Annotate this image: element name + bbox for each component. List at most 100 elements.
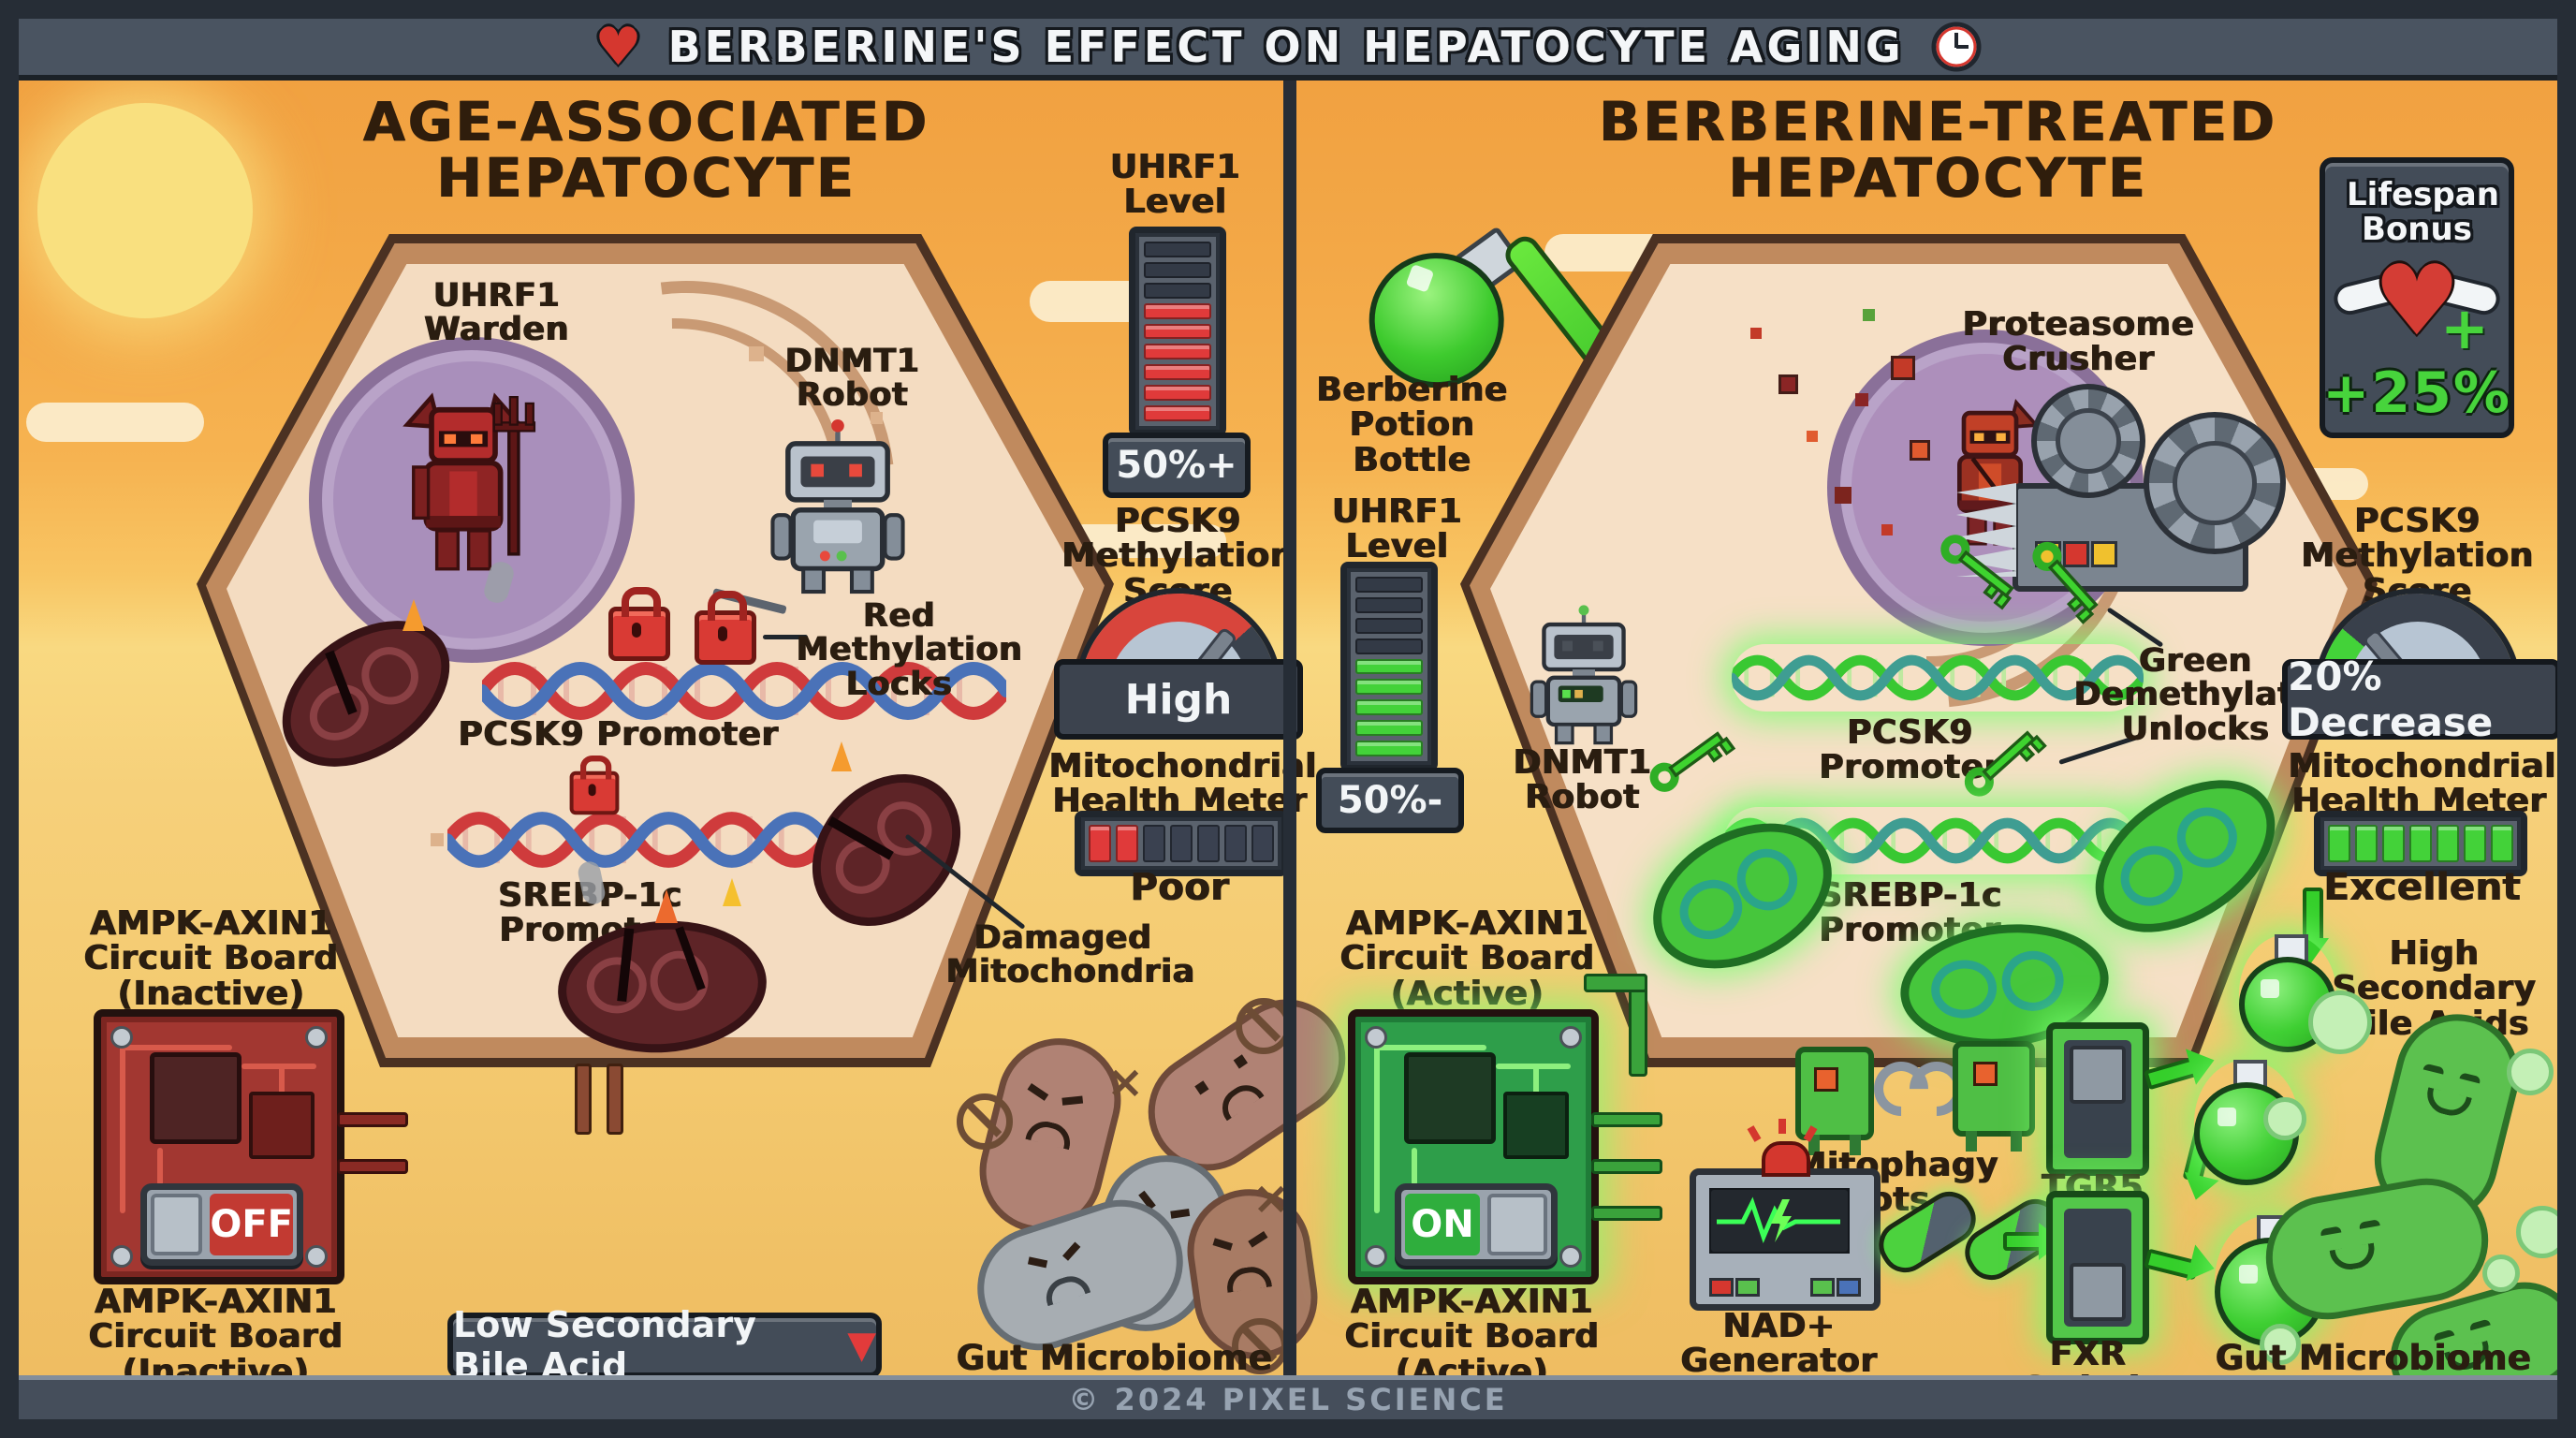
cell-pipe [607,1064,623,1135]
flame [723,878,741,906]
prohibited-icon [957,1093,1013,1150]
switch-knob[interactable] [151,1194,203,1255]
green-wire [1584,974,1647,992]
green-wire [1591,1206,1662,1221]
bubble [2308,990,2372,1054]
cell-pipe [575,1064,592,1135]
right-ampk-board-label-bottom: AMPK-AXIN1 Circuit Board (Active) [1343,1283,1600,1391]
relay [249,1092,315,1159]
relay [1503,1092,1569,1159]
methylation-lock [608,587,670,661]
right-uhrf1-meter-title: UHRF1 Level [1331,492,1462,566]
copyright-text: © 2024 PIXEL SCIENCE [1068,1382,1508,1417]
proteasome-crusher-label: Proteasome Crusher [1962,305,2194,379]
lifespan-bonus-badge: Lifespan Bonus ♥ + +25% [2320,157,2514,438]
tgr5-lever[interactable] [2046,1022,2149,1176]
on-switch[interactable]: ON [1395,1183,1558,1266]
flame [655,889,678,923]
nad-generator [1690,1119,1881,1311]
flame [831,741,852,771]
right-ampk-board-label-top: AMPK-AXIN1 Circuit Board (Active) [1339,904,1595,1013]
chip [150,1052,242,1144]
footer-bar: © 2024 PIXEL SCIENCE [19,1375,2557,1419]
switch-state-label: ON [1405,1194,1480,1255]
bubble [2516,1206,2569,1258]
bubble [2263,1097,2306,1140]
off-switch[interactable]: OFF [140,1183,303,1266]
panel-divider [1283,75,1296,1380]
pcsk9-gauge-value-right: 20% Decrease [2282,653,2561,745]
fxr-switch[interactable] [2046,1191,2149,1344]
mitochondrial-health-meter-right [2314,811,2527,876]
mitophagy-bot [1953,1041,2035,1152]
demethylation-key [1649,731,1736,792]
left-ampk-board-label-bottom: AMPK-AXIN1 Circuit Board (Inactive) [87,1283,344,1391]
left-dnmt1-robot-label: DNMT1 Robot [784,343,919,415]
dnmt1-robot [770,418,905,594]
flame [402,599,425,631]
board-wire [337,1112,408,1127]
bile-acid-banner: Low Secondary Bile Acid ▼ [447,1304,882,1387]
green-wire [1591,1112,1662,1127]
page-title: BERBERINE'S EFFECT ON HEPATOCYTE AGING [667,22,1905,72]
left-ampk-board-label-top: AMPK-AXIN1 Circuit Board (Inactive) [82,904,339,1013]
right-pcsk9-gauge-title: PCSK9 Methylation Score [2300,502,2534,610]
left-panel-title: AGE-ASSOCIATED HEPATOCYTE [362,90,929,211]
left-uhrf1-meter-title: UHRF1 Level [1109,148,1240,222]
cloud [26,403,204,442]
right-mito-meter-title: Mitochondrial Health Meter [2288,747,2556,821]
demethylation-key [1964,730,2048,797]
left-pcsk9-dna-label: PCSK9 Promoter [457,715,779,754]
disintegrating-warden [1957,399,2041,546]
green-wire [1591,1159,1662,1174]
demethylation-key [1940,535,2014,610]
left-pcsk9-dna [482,662,1006,720]
ampk-circuit-board-active: ON [1348,1009,1599,1284]
bubble [2507,1049,2554,1095]
switch-knob[interactable] [1487,1194,1547,1255]
heart-icon: ♥ [594,16,642,78]
proteasome-crusher-machine [1956,384,2286,599]
uhrf1-level-meter-right [1340,562,1438,771]
dnmt1-robot-right [1530,605,1638,745]
berberine-potion-label: Berberine Potion Bottle [1315,371,1508,479]
plus-icon: + [2440,293,2489,362]
green-demethylation-unlocks-note: Green Demethylation Unlocks [2073,642,2352,748]
methylation-lock [695,591,756,665]
sun [37,103,253,318]
lifespan-bonus-title: Lifespan Bonus [2347,176,2499,249]
mitochondrial-health-meter-left [1075,811,1288,876]
x-mark: × [1106,1056,1145,1108]
right-pcsk9-dna [1732,654,2144,701]
bubble [2482,1255,2520,1292]
right-mito-meter-value: Excellent [2323,866,2521,909]
right-panel-title: BERBERINE-TREATED HEPATOCYTE [1598,90,2277,211]
uhrf1-value-badge-right: 50%- [1316,768,1464,833]
chip [1404,1052,1496,1144]
winged-heart-icon: ♥ + [2330,243,2504,362]
uhrf1-warden-label: UHRF1 Warden [423,277,569,349]
uhrf1-level-meter-left [1129,227,1226,436]
right-dnmt1-robot-label: DNMT1 Robot [1513,743,1651,817]
red-methylation-locks-note: Red Methylation Locks [796,597,1022,703]
pcsk9-gauge-value-left: High [1054,659,1303,740]
board-wire [337,1159,408,1174]
bubble [2260,1324,2301,1365]
damaged-mitochondria-note: Damaged Mitochondria [945,919,1195,991]
methylation-lock [569,755,620,815]
uhrf1-value-badge-left: 50%+ [1103,433,1251,498]
left-pcsk9-gauge-title: PCSK9 Methylation Score [1061,502,1295,610]
switch-state-label: OFF [210,1194,293,1255]
left-mito-meter-value: Poor [1129,866,1229,909]
lifespan-bonus-value: +25% [2322,360,2511,426]
left-mito-meter-title: Mitochondrial Health Meter [1048,747,1317,821]
nad-generator-label: NAD+ Generator [1679,1307,1878,1381]
clock-icon [1931,22,1982,72]
green-arrow [2003,1232,2042,1251]
locks-note-line [763,635,808,639]
ampk-circuit-board-inactive: OFF [94,1009,344,1284]
title-bar: ♥ BERBERINE'S EFFECT ON HEPATOCYTE AGING [19,16,2557,81]
demethylation-key [2032,541,2099,625]
down-arrow-icon: ▼ [847,1324,876,1367]
